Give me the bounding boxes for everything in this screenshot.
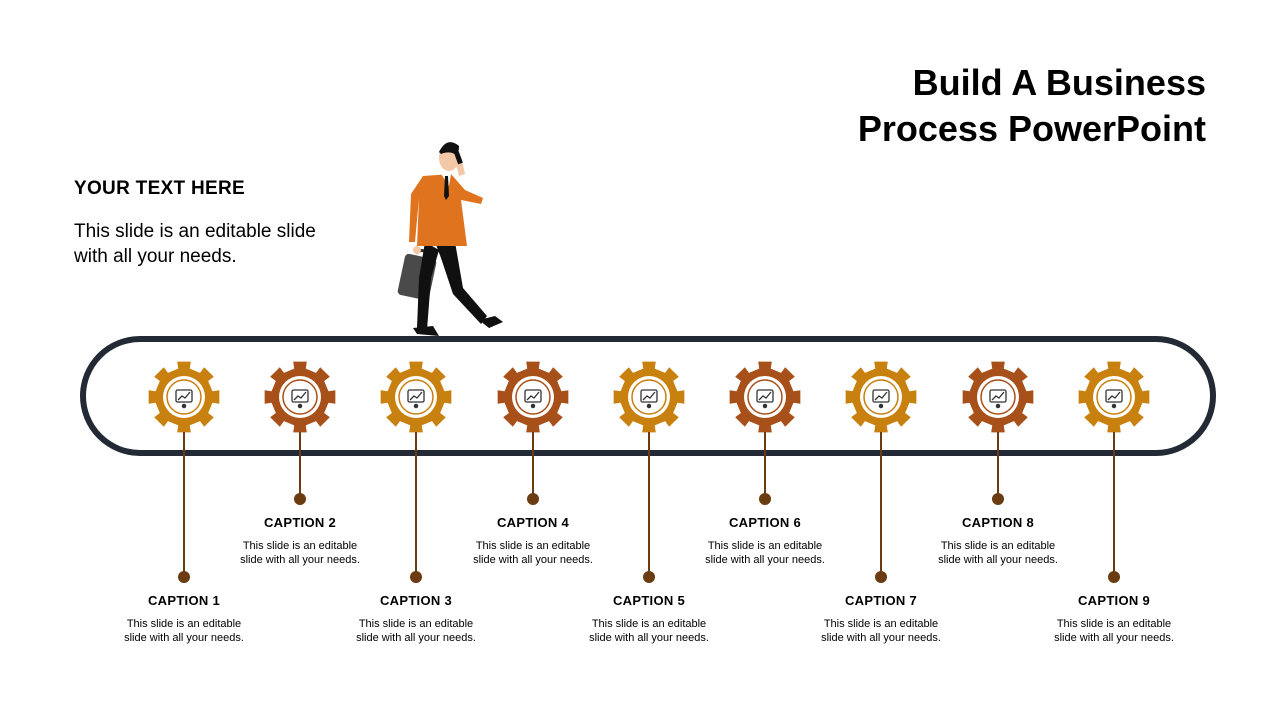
step-caption-text-line-1: This slide is an editable	[242, 540, 358, 552]
step-caption-text-line-2: slide with all your needs.	[240, 554, 360, 566]
step-caption-title: CAPTION 6	[728, 515, 802, 530]
step-caption-3: CAPTION 3 This slide is an editable slide …	[331, 593, 501, 645]
step-dot-6	[759, 493, 771, 505]
step-dot-1	[178, 571, 190, 583]
step-caption-text-line-1: This slide is an editable	[358, 618, 474, 630]
step-caption-text: This slide is an editable slide with all …	[796, 617, 966, 645]
step-gear-2	[262, 359, 338, 435]
step-caption-7: CAPTION 7 This slide is an editable slide …	[796, 593, 966, 645]
intro-body-line-2: with all your needs.	[74, 246, 237, 267]
step-caption-text-line-2: slide with all your needs.	[821, 632, 941, 644]
step-gear-4	[495, 359, 571, 435]
intro-body-line-1: This slide is an editable slide	[74, 221, 316, 242]
step-connector-1	[183, 432, 185, 579]
step-caption-text-line-1: This slide is an editable	[707, 540, 823, 552]
step-caption-title: CAPTION 1	[147, 593, 221, 608]
step-connector-9	[1113, 432, 1115, 579]
step-caption-1: CAPTION 1 This slide is an editable slide …	[99, 593, 269, 645]
step-caption-text-line-2: slide with all your needs.	[1054, 632, 1174, 644]
step-caption-text-line-2: slide with all your needs.	[124, 632, 244, 644]
money-transfer-icon	[872, 389, 890, 409]
step-caption-title: CAPTION 2	[263, 515, 337, 530]
step-gear-1	[146, 359, 222, 435]
team-idea-icon	[291, 389, 309, 409]
step-caption-text-line-2: slide with all your needs.	[938, 554, 1058, 566]
step-gear-3	[378, 359, 454, 435]
step-connector-8	[997, 432, 999, 501]
step-caption-title: CAPTION 7	[844, 593, 918, 608]
step-connector-7	[880, 432, 882, 579]
step-caption-text-line-1: This slide is an editable	[1056, 618, 1172, 630]
step-caption-text-line-2: slide with all your needs.	[705, 554, 825, 566]
handshake-icon	[756, 389, 774, 409]
step-caption-text: This slide is an editable slide with all …	[1029, 617, 1199, 645]
step-caption-title: CAPTION 9	[1077, 593, 1151, 608]
step-caption-2: CAPTION 2 This slide is an editable slide …	[215, 515, 385, 567]
step-caption-text: This slide is an editable slide with all …	[215, 539, 385, 567]
step-connector-3	[415, 432, 417, 579]
slide-title: Build A Business Process PowerPoint	[686, 60, 1206, 152]
step-connector-6	[764, 432, 766, 501]
strategy-icon	[524, 389, 542, 409]
step-dot-3	[410, 571, 422, 583]
step-gear-7	[843, 359, 919, 435]
step-caption-4: CAPTION 4 This slide is an editable slide …	[448, 515, 618, 567]
step-caption-text-line-2: slide with all your needs.	[473, 554, 593, 566]
step-caption-text: This slide is an editable slide with all …	[913, 539, 1083, 567]
step-caption-title: CAPTION 8	[961, 515, 1035, 530]
step-caption-text: This slide is an editable slide with all …	[564, 617, 734, 645]
step-caption-title: CAPTION 5	[612, 593, 686, 608]
growth-chart-icon	[175, 389, 193, 409]
step-gear-5	[611, 359, 687, 435]
slide-title-line-2: Process PowerPoint	[857, 108, 1206, 149]
global-business-icon	[1105, 389, 1123, 409]
step-caption-6: CAPTION 6 This slide is an editable slide …	[680, 515, 850, 567]
people-network-icon	[407, 389, 425, 409]
step-caption-text-line-2: slide with all your needs.	[589, 632, 709, 644]
analytics-board-icon	[989, 389, 1007, 409]
step-dot-4	[527, 493, 539, 505]
step-gear-6	[727, 359, 803, 435]
step-caption-text: This slide is an editable slide with all …	[99, 617, 269, 645]
step-caption-text-line-1: This slide is an editable	[823, 618, 939, 630]
step-dot-2	[294, 493, 306, 505]
presentation-icon	[640, 389, 658, 409]
businessman-illustration	[397, 142, 503, 336]
step-dot-9	[1108, 571, 1120, 583]
intro-heading: YOUR TEXT HERE	[74, 178, 245, 199]
step-caption-title: CAPTION 3	[379, 593, 453, 608]
step-connector-2	[299, 432, 301, 501]
intro-body: This slide is an editable slide with all…	[74, 219, 364, 269]
slide-title-line-1: Build A Business	[912, 62, 1206, 103]
step-dot-8	[992, 493, 1004, 505]
step-caption-text: This slide is an editable slide with all …	[448, 539, 618, 567]
step-caption-8: CAPTION 8 This slide is an editable slide …	[913, 515, 1083, 567]
step-dot-5	[643, 571, 655, 583]
step-caption-text-line-1: This slide is an editable	[940, 540, 1056, 552]
step-connector-4	[532, 432, 534, 501]
step-caption-text-line-1: This slide is an editable	[591, 618, 707, 630]
step-gear-8	[960, 359, 1036, 435]
step-caption-text: This slide is an editable slide with all …	[680, 539, 850, 567]
step-caption-text: This slide is an editable slide with all …	[331, 617, 501, 645]
step-caption-text-line-1: This slide is an editable	[475, 540, 591, 552]
step-connector-5	[648, 432, 650, 579]
step-caption-9: CAPTION 9 This slide is an editable slide …	[1029, 593, 1199, 645]
step-caption-text-line-2: slide with all your needs.	[356, 632, 476, 644]
step-gear-9	[1076, 359, 1152, 435]
step-caption-text-line-1: This slide is an editable	[126, 618, 242, 630]
step-caption-5: CAPTION 5 This slide is an editable slide …	[564, 593, 734, 645]
step-dot-7	[875, 571, 887, 583]
step-caption-title: CAPTION 4	[496, 515, 570, 530]
